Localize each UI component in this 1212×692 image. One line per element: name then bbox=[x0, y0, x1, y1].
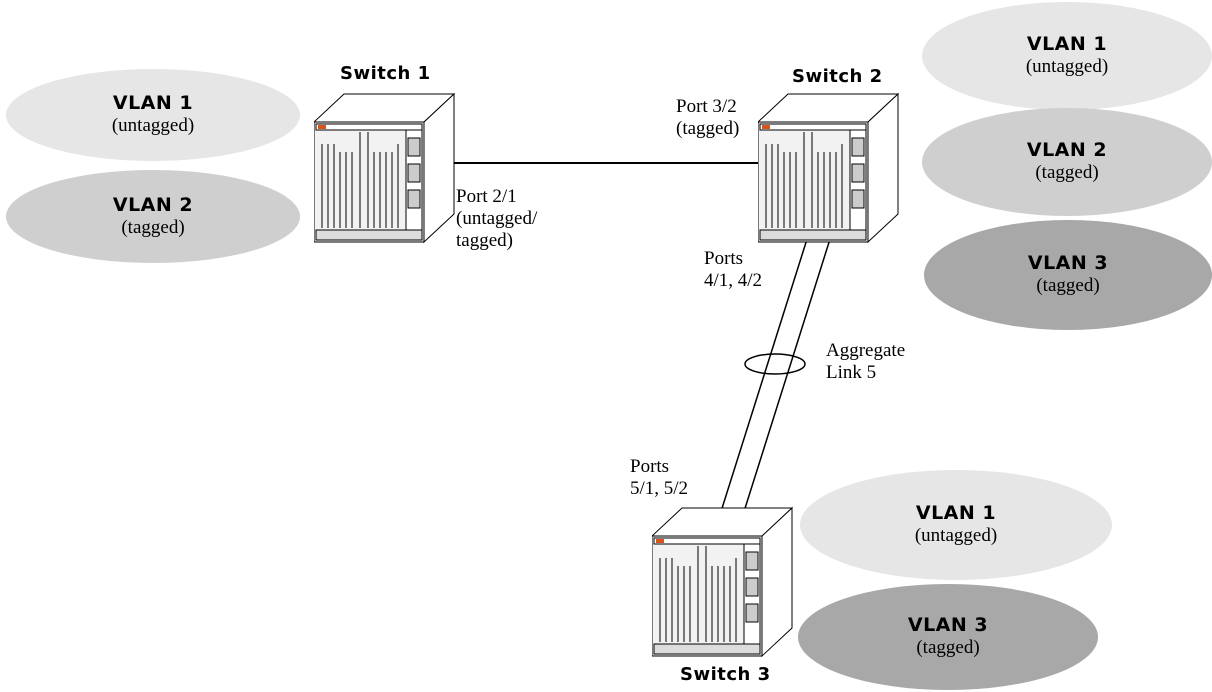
vlan-mode: (untagged) bbox=[1025, 56, 1109, 77]
port-line: Ports bbox=[630, 456, 670, 477]
port-line: (untagged/ bbox=[456, 208, 538, 229]
switch1-port-label: Port 2/1 (untagged/ tagged) bbox=[456, 186, 537, 252]
switch1-title: Switch 1 bbox=[340, 63, 431, 84]
vlan-mode: (tagged) bbox=[1035, 162, 1099, 183]
vlan-name: VLAN 2 bbox=[112, 193, 194, 216]
port-line: Port 3/2 bbox=[676, 96, 737, 117]
aggregate-link-ring bbox=[744, 353, 806, 375]
switch1-vlan2-ellipse: VLAN 2 (tagged) bbox=[6, 170, 300, 263]
switch1-chassis-icon bbox=[314, 92, 456, 244]
vlan-mode: (tagged) bbox=[1036, 275, 1100, 296]
vlan-name: VLAN 1 bbox=[915, 502, 997, 524]
vlan-name: VLAN 3 bbox=[907, 614, 989, 636]
port-line: 5/1, 5/2 bbox=[630, 478, 689, 499]
switch2-vlan3-ellipse: VLAN 3 (tagged) bbox=[924, 220, 1212, 330]
switch2-chassis-icon bbox=[758, 92, 900, 244]
switch3-aggregate-ports-label: Ports 5/1, 5/2 bbox=[630, 456, 688, 500]
port-line: 4/1, 4/2 bbox=[704, 270, 763, 291]
switch2-aggregate-ports-label: Ports 4/1, 4/2 bbox=[704, 248, 762, 292]
aggregate-line: Link 5 bbox=[826, 362, 877, 383]
switch3-vlan1-ellipse: VLAN 1 (untagged) bbox=[800, 470, 1112, 580]
switch2-port-label: Port 3/2 (tagged) bbox=[676, 96, 739, 140]
vlan-mode: (tagged) bbox=[916, 637, 980, 658]
vlan-mode: (untagged) bbox=[111, 115, 195, 136]
switch1-vlan1-ellipse: VLAN 1 (untagged) bbox=[6, 69, 300, 161]
switch3-vlan3-ellipse: VLAN 3 (tagged) bbox=[798, 584, 1098, 690]
port-line: Ports bbox=[704, 248, 744, 269]
aggregate-link-line-a bbox=[711, 235, 809, 541]
port-line: Port 2/1 bbox=[456, 186, 517, 207]
vlan-mode: (untagged) bbox=[914, 525, 998, 546]
aggregate-link-line-b bbox=[734, 235, 832, 541]
vlan-name: VLAN 1 bbox=[112, 92, 194, 114]
switch2-vlan2-ellipse: VLAN 2 (tagged) bbox=[922, 108, 1212, 216]
port-line: tagged) bbox=[456, 230, 513, 251]
vlan-name: VLAN 1 bbox=[1026, 33, 1108, 55]
switch3-chassis-icon bbox=[652, 506, 794, 658]
vlan-name: VLAN 2 bbox=[1026, 139, 1108, 161]
vlan-name: VLAN 3 bbox=[1027, 252, 1109, 274]
aggregate-link-label: Aggregate Link 5 bbox=[826, 340, 905, 384]
port-line: (tagged) bbox=[676, 118, 740, 139]
aggregate-line: Aggregate bbox=[826, 340, 906, 361]
switch2-title: Switch 2 bbox=[792, 66, 883, 87]
vlan-mode: (tagged) bbox=[121, 216, 185, 238]
switch3-title: Switch 3 bbox=[680, 664, 771, 685]
switch2-vlan1-ellipse: VLAN 1 (untagged) bbox=[922, 2, 1212, 110]
